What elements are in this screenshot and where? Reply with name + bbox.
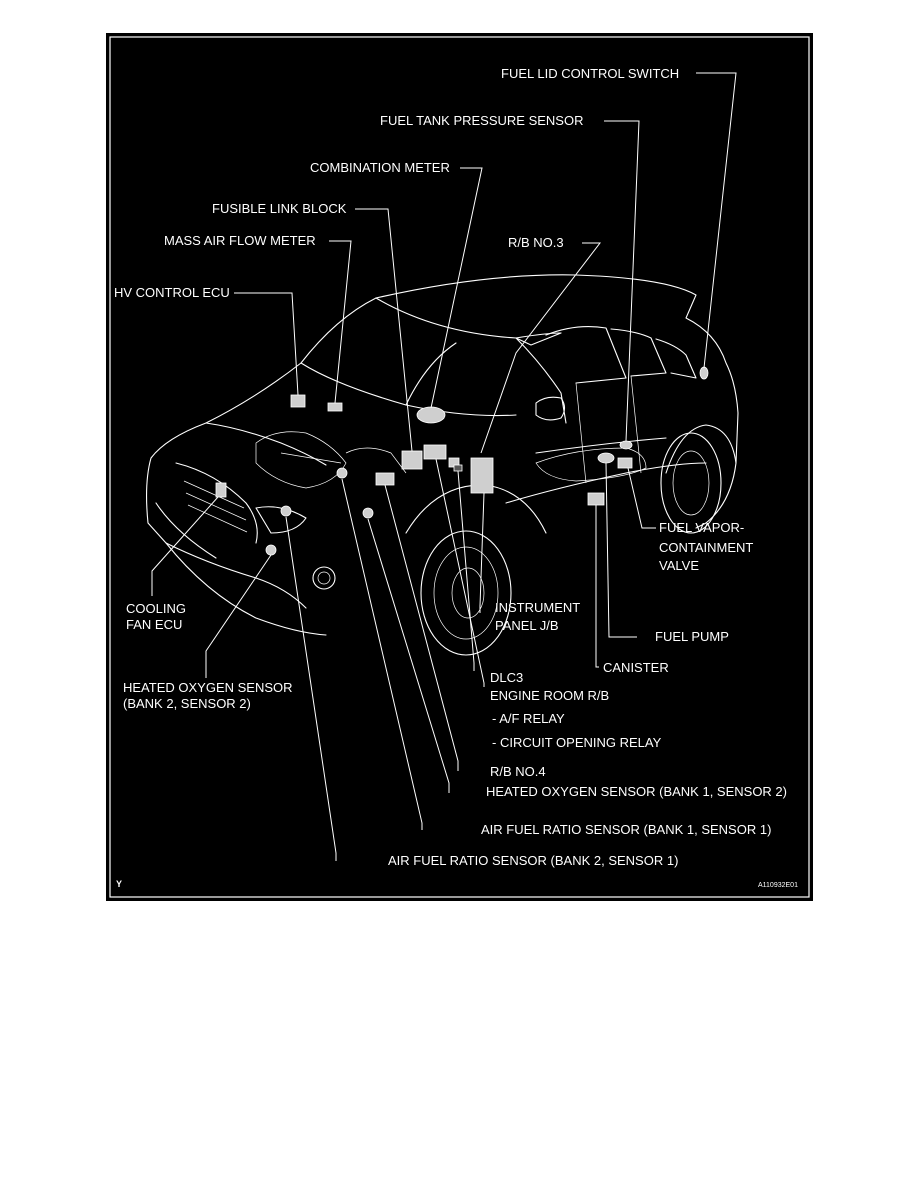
heated-o2-bank1-marker xyxy=(362,507,374,519)
diagram-inner-border xyxy=(109,36,810,898)
label-instrument-panel-line1: INSTRUMENT xyxy=(495,600,580,615)
instrument-panel-marker xyxy=(470,457,494,494)
cooling-fan-ecu-marker xyxy=(215,482,227,498)
label-fuel-lid-control-switch: FUEL LID CONTROL SWITCH xyxy=(501,66,679,81)
label-combination-meter: COMBINATION METER xyxy=(310,160,450,175)
label-mass-air-flow-meter: MASS AIR FLOW METER xyxy=(164,233,316,248)
label-heated-oxygen-bank2-line2: (BANK 2, SENSOR 2) xyxy=(123,696,251,711)
label-cooling-fan-ecu-line2: FAN ECU xyxy=(126,617,182,632)
label-rb-no3: R/B NO.3 xyxy=(508,235,564,250)
label-dlc3: DLC3 xyxy=(490,670,523,685)
label-air-fuel-bank2: AIR FUEL RATIO SENSOR (BANK 2, SENSOR 1) xyxy=(388,853,678,868)
fuel-lid-switch-marker xyxy=(699,366,709,380)
vehicle-illustration xyxy=(146,274,739,656)
af-bank1-marker xyxy=(336,467,348,479)
fuel-pump-marker xyxy=(597,452,615,464)
fuel-vapor-valve-marker xyxy=(617,457,633,469)
leader-lines xyxy=(151,72,737,861)
label-af-relay: - A/F RELAY xyxy=(492,711,565,726)
label-fuel-vapor-line1: FUEL VAPOR- xyxy=(659,520,744,535)
label-canister: CANISTER xyxy=(603,660,669,675)
component-markers xyxy=(215,366,709,556)
figure-code: A110932E01 xyxy=(758,882,798,889)
label-fusible-link-block: FUSIBLE LINK BLOCK xyxy=(212,201,347,216)
label-heated-oxygen-bank2-line1: HEATED OXYGEN SENSOR xyxy=(123,680,293,695)
label-heated-oxygen-bank1: HEATED OXYGEN SENSOR (BANK 1, SENSOR 2) xyxy=(486,784,787,799)
mass-air-flow-marker xyxy=(327,402,343,412)
orientation-mark: Y xyxy=(116,879,122,889)
heated-o2-bank2-marker xyxy=(265,544,277,556)
label-hv-control-ecu: HV CONTROL ECU xyxy=(114,285,230,300)
fusible-link-marker xyxy=(401,450,423,470)
component-location-diagram: FUEL LID CONTROL SWITCH FUEL TANK PRESSU… xyxy=(106,33,813,901)
label-cooling-fan-ecu-line1: COOLING xyxy=(126,601,186,616)
label-circuit-opening-relay: - CIRCUIT OPENING RELAY xyxy=(492,735,662,750)
label-fuel-vapor-line2: CONTAINMENT xyxy=(659,540,753,555)
label-air-fuel-bank1: AIR FUEL RATIO SENSOR (BANK 1, SENSOR 1) xyxy=(481,822,771,837)
dlc3-marker xyxy=(453,464,463,472)
label-fuel-tank-pressure-sensor: FUEL TANK PRESSURE SENSOR xyxy=(380,113,583,128)
fuel-tank-pressure-marker xyxy=(619,440,633,450)
label-rb-no4: R/B NO.4 xyxy=(490,764,546,779)
engine-room-rb-marker xyxy=(423,444,447,460)
canister-marker xyxy=(587,492,605,506)
label-fuel-pump: FUEL PUMP xyxy=(655,629,729,644)
af-bank2-marker xyxy=(280,505,292,517)
hv-control-ecu-marker xyxy=(290,394,306,408)
callout-labels: FUEL LID CONTROL SWITCH FUEL TANK PRESSU… xyxy=(114,66,787,868)
label-instrument-panel-line2: PANEL J/B xyxy=(495,618,559,633)
label-engine-room-rb: ENGINE ROOM R/B xyxy=(490,688,609,703)
combination-meter-marker xyxy=(416,406,446,424)
label-fuel-vapor-line3: VALVE xyxy=(659,558,699,573)
rb-no4-marker xyxy=(375,472,395,486)
